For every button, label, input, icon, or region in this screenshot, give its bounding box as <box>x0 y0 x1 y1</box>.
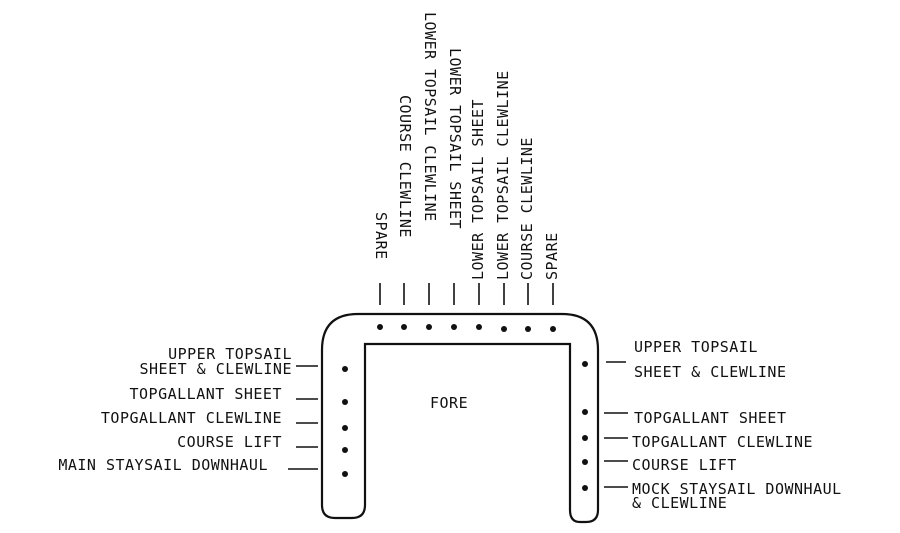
left-pin <box>342 471 348 477</box>
top-label-spare-right: SPARE <box>543 232 561 280</box>
right-pin <box>582 459 588 465</box>
right-pin <box>582 435 588 441</box>
left-pin <box>342 399 348 405</box>
left-label-topgallant-clewline: TOPGALLANT CLEWLINE <box>101 409 282 427</box>
left-pin-group <box>288 365 348 477</box>
top-label-lower-topsail-sheet-right: LOWER TOPSAIL SHEET <box>469 99 487 280</box>
left-pin <box>342 366 348 372</box>
left-label-upper-topsail: UPPER TOPSAIL <box>168 345 292 363</box>
left-pin <box>342 447 348 453</box>
top-label-course-clewline-left: COURSE CLEWLINE <box>396 95 414 238</box>
right-label-course-lift: COURSE LIFT <box>632 456 737 474</box>
top-label-course-clewline-right: COURSE CLEWLINE <box>518 137 536 280</box>
left-label-main-staysail-downhaul: MAIN STAYSAIL DOWNHAUL <box>58 456 268 474</box>
top-label-spare-left: SPARE <box>372 212 390 260</box>
top-pin <box>426 324 432 330</box>
right-pin <box>582 409 588 415</box>
left-label-course-lift: COURSE LIFT <box>177 433 282 451</box>
left-label-topgallant-sheet: TOPGALLANT SHEET <box>130 385 283 403</box>
center-label-fore: FORE <box>430 394 468 412</box>
top-label-lower-topsail-clewline-left: LOWER TOPSAIL CLEWLINE <box>421 12 439 222</box>
right-pin <box>582 361 588 367</box>
right-label-topgallant-sheet: TOPGALLANT SHEET <box>634 409 787 427</box>
right-label-sheet-and-clewline: SHEET & CLEWLINE <box>634 363 787 381</box>
left-label-sheet-and-clewline: SHEET & CLEWLINE <box>140 360 293 378</box>
top-pin <box>451 324 457 330</box>
pinrail-outer-outline <box>320 312 600 524</box>
top-pin-group <box>377 283 556 332</box>
top-label-lower-topsail-clewline-right: LOWER TOPSAIL CLEWLINE <box>494 70 512 280</box>
right-label-group: UPPER TOPSAIL SHEET & CLEWLINE TOPGALLAN… <box>632 338 842 512</box>
top-pin <box>401 324 407 330</box>
left-pin <box>342 425 348 431</box>
right-label-topgallant-clewline: TOPGALLANT CLEWLINE <box>632 433 813 451</box>
top-pin <box>501 326 507 332</box>
left-label-group: UPPER TOPSAIL SHEET & CLEWLINE TOPGALLAN… <box>58 345 293 474</box>
top-pin <box>476 324 482 330</box>
top-pin <box>550 326 556 332</box>
right-label-mock-staysail-downhaul: MOCK STAYSAIL DOWNHAUL <box>632 480 842 498</box>
top-label-group: SPARE COURSE CLEWLINE LOWER TOPSAIL CLEW… <box>372 12 561 280</box>
right-pin <box>582 485 588 491</box>
top-label-lower-topsail-sheet-left: LOWER TOPSAIL SHEET <box>446 48 464 229</box>
top-pin <box>377 324 383 330</box>
right-label-upper-topsail: UPPER TOPSAIL <box>634 338 758 356</box>
top-pin <box>525 326 531 332</box>
right-pin-group <box>582 361 628 491</box>
right-label-and-clewline: & CLEWLINE <box>632 494 727 512</box>
